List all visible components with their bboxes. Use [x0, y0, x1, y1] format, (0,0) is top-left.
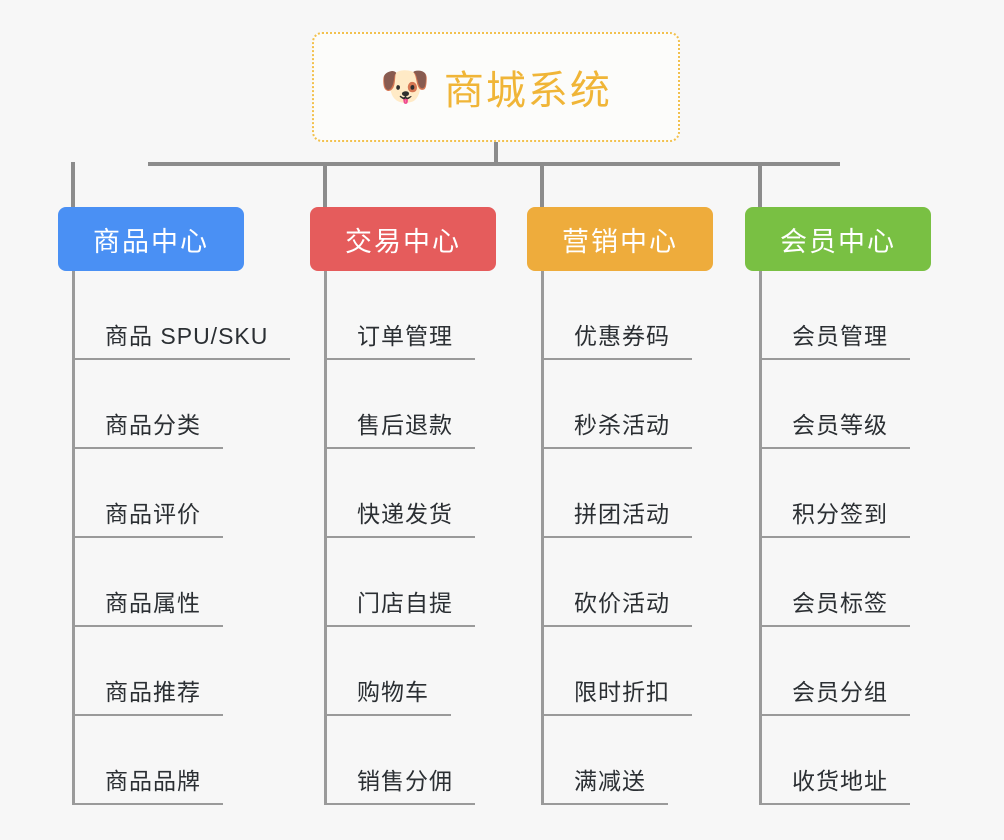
category-label: 营销中心: [562, 226, 678, 257]
connector-drop-2: [323, 162, 327, 207]
leaf-item[interactable]: 订单管理: [327, 271, 475, 360]
leaf-label: 积分签到: [792, 501, 888, 528]
leaf-label: 砍价活动: [574, 590, 670, 617]
leaf-label: 商品品牌: [105, 768, 201, 795]
category-label: 商品中心: [93, 226, 209, 257]
root-title: 商城系统: [443, 69, 612, 113]
connector-drop-4: [758, 162, 762, 207]
connector-drop-1: [71, 162, 75, 207]
leaf-item[interactable]: 购物车: [327, 627, 451, 716]
leaf-label: 商品属性: [105, 590, 201, 617]
leaf-underline: 商品属性: [75, 590, 223, 627]
leaf-item[interactable]: 快递发货: [327, 449, 475, 538]
leaf-underline: 收货地址: [762, 768, 910, 805]
leaf-item[interactable]: 商品推荐: [75, 627, 223, 716]
leaf-underline: 商品推荐: [75, 679, 223, 716]
leaf-item[interactable]: 积分签到: [762, 449, 910, 538]
leaf-label: 满减送: [574, 768, 646, 795]
leaf-spine: [541, 271, 544, 805]
category-label: 交易中心: [345, 226, 461, 257]
leaf-underline: 优惠券码: [544, 323, 692, 360]
leaf-item[interactable]: 商品属性: [75, 538, 223, 627]
leaf-underline: 会员标签: [762, 590, 910, 627]
leaf-item[interactable]: 收货地址: [762, 716, 910, 805]
leaf-item[interactable]: 会员标签: [762, 538, 910, 627]
leaf-underline: 秒杀活动: [544, 412, 692, 449]
leaf-label: 会员等级: [792, 412, 888, 439]
leaf-underline: 会员管理: [762, 323, 910, 360]
leaf-item[interactable]: 门店自提: [327, 538, 475, 627]
leaf-underline: 商品评价: [75, 501, 223, 538]
leaf-underline: 购物车: [327, 679, 451, 716]
leaf-label: 会员分组: [792, 679, 888, 706]
leaf-underline: 会员分组: [762, 679, 910, 716]
leaf-underline: 门店自提: [327, 590, 475, 627]
leaf-item[interactable]: 满减送: [544, 716, 668, 805]
leaf-underline: 砍价活动: [544, 590, 692, 627]
leaf-label: 商品推荐: [105, 679, 201, 706]
leaf-spine: [759, 271, 762, 805]
root-node[interactable]: 🐶 商城系统: [312, 32, 680, 142]
connector-horizontal-bus: [148, 162, 840, 166]
leaf-label: 商品 SPU/SKU: [105, 323, 269, 350]
category-node-2[interactable]: 交易中心: [310, 207, 496, 271]
leaf-label: 限时折扣: [574, 679, 670, 706]
dog-face-icon: 🐶: [380, 65, 430, 109]
category-label: 会员中心: [780, 226, 896, 257]
leaf-item[interactable]: 砍价活动: [544, 538, 692, 627]
leaf-item[interactable]: 秒杀活动: [544, 360, 692, 449]
leaf-underline: 订单管理: [327, 323, 475, 360]
leaf-label: 售后退款: [357, 412, 453, 439]
leaf-label: 门店自提: [357, 590, 453, 617]
leaf-item[interactable]: 商品分类: [75, 360, 223, 449]
category-node-4[interactable]: 会员中心: [745, 207, 931, 271]
leaf-item[interactable]: 会员等级: [762, 360, 910, 449]
leaf-label: 快递发货: [357, 501, 453, 528]
leaf-label: 秒杀活动: [574, 412, 670, 439]
leaf-label: 优惠券码: [574, 323, 670, 350]
leaf-underline: 商品分类: [75, 412, 223, 449]
leaf-label: 销售分佣: [357, 768, 453, 795]
leaf-underline: 商品品牌: [75, 768, 223, 805]
leaf-item[interactable]: 限时折扣: [544, 627, 692, 716]
connector-drop-3: [540, 162, 544, 207]
leaf-item[interactable]: 商品 SPU/SKU: [75, 271, 291, 360]
leaf-item[interactable]: 优惠券码: [544, 271, 692, 360]
leaf-label: 收货地址: [792, 768, 888, 795]
leaf-underline: 销售分佣: [327, 768, 475, 805]
connector-root-stem: [494, 142, 498, 164]
leaf-underline: 快递发货: [327, 501, 475, 538]
leaf-item[interactable]: 会员管理: [762, 271, 910, 360]
leaf-item[interactable]: 会员分组: [762, 627, 910, 716]
leaf-label: 订单管理: [357, 323, 453, 350]
leaf-label: 商品评价: [105, 501, 201, 528]
leaf-item[interactable]: 商品品牌: [75, 716, 223, 805]
leaf-underline: 拼团活动: [544, 501, 692, 538]
leaf-underline: 售后退款: [327, 412, 475, 449]
leaf-label: 购物车: [357, 679, 429, 706]
leaf-underline: 积分签到: [762, 501, 910, 538]
leaf-item[interactable]: 拼团活动: [544, 449, 692, 538]
leaf-underline: 商品 SPU/SKU: [75, 323, 291, 360]
leaf-label: 拼团活动: [574, 501, 670, 528]
leaf-label: 会员标签: [792, 590, 888, 617]
leaf-label: 商品分类: [105, 412, 201, 439]
leaf-item[interactable]: 商品评价: [75, 449, 223, 538]
category-node-3[interactable]: 营销中心: [527, 207, 713, 271]
leaf-underline: 限时折扣: [544, 679, 692, 716]
leaf-spine: [324, 271, 327, 805]
leaf-underline: 满减送: [544, 768, 668, 805]
category-node-1[interactable]: 商品中心: [58, 207, 244, 271]
leaf-spine: [72, 271, 75, 805]
leaf-underline: 会员等级: [762, 412, 910, 449]
leaf-item[interactable]: 销售分佣: [327, 716, 475, 805]
leaf-item[interactable]: 售后退款: [327, 360, 475, 449]
leaf-label: 会员管理: [792, 323, 888, 350]
